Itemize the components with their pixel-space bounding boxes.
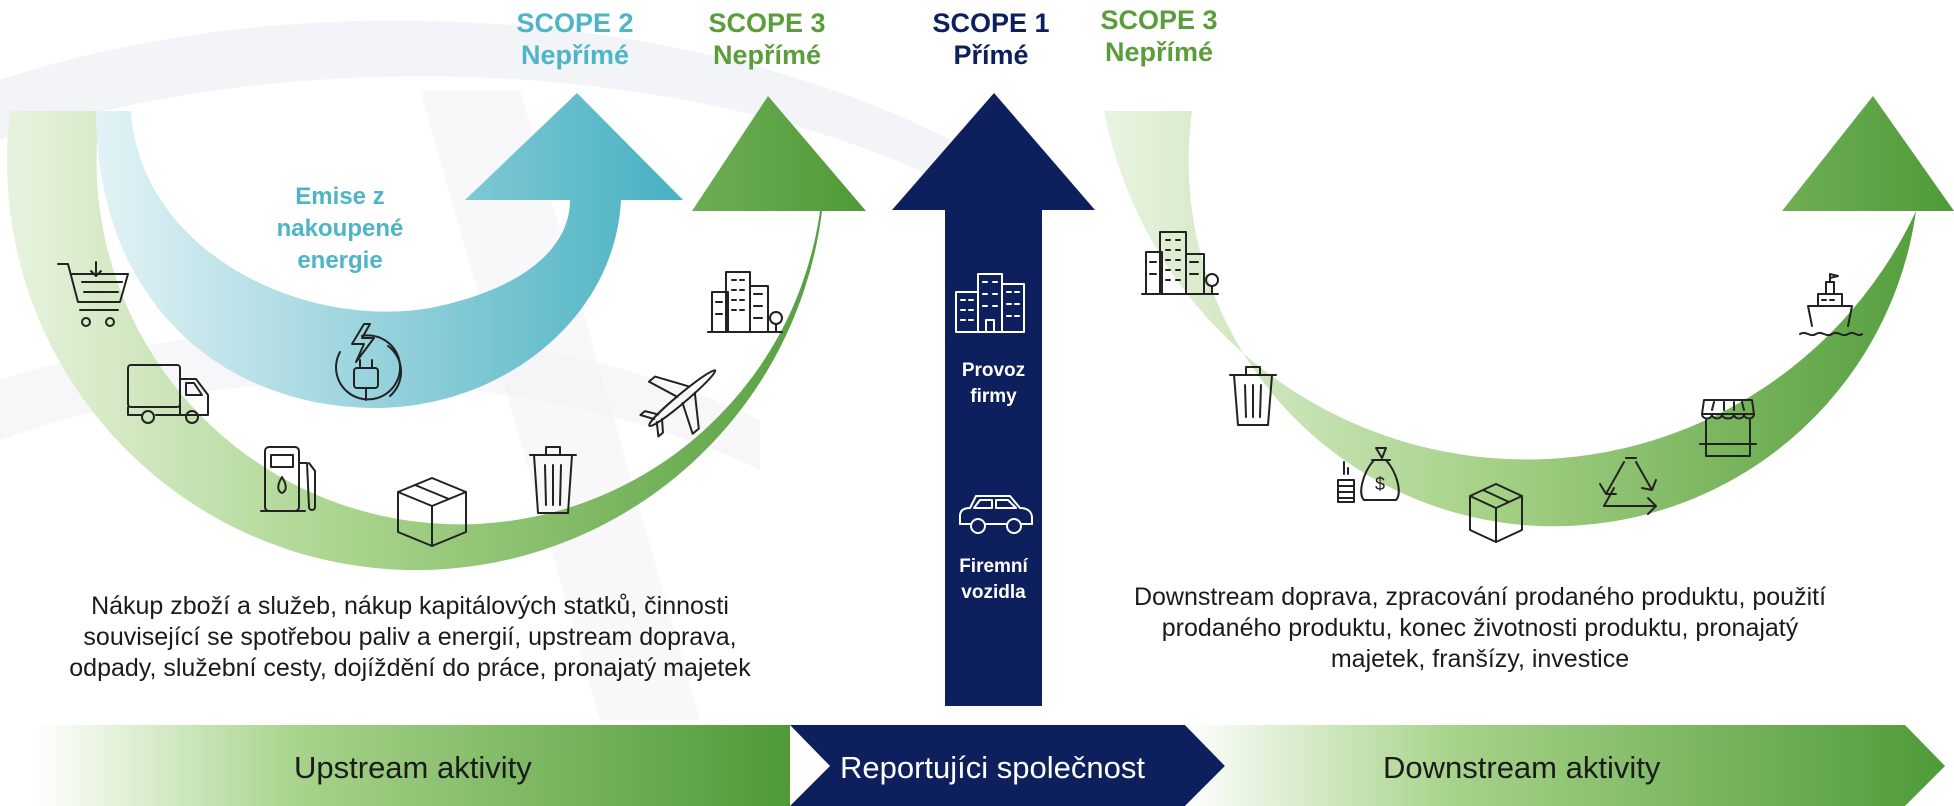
energy-emissions-label: Emise z nakoupené energie (250, 181, 430, 277)
scope1-subtitle: Přímé (953, 40, 1029, 70)
background-decoration (0, 20, 950, 720)
box-icon (1469, 483, 1523, 543)
buildings-icon (707, 271, 783, 333)
upstream-green-arrow (6, 96, 867, 571)
scope1-title: SCOPE 1 (932, 8, 1050, 38)
scope2-title: SCOPE 2 (516, 8, 634, 38)
downstream-description: Downstream doprava, zpracování prodaného… (1090, 582, 1870, 675)
energy-label-line: nakoupené (276, 215, 404, 242)
energy-label-line: energie (297, 247, 383, 274)
operations-label-line: firmy (970, 386, 1017, 407)
downstream-description-line: majetek, franšízy, investice (1330, 645, 1630, 673)
trash-icon (1229, 366, 1277, 426)
buildings-icon (1141, 231, 1219, 295)
scope1-label: SCOPE 1 Přímé (916, 7, 1066, 71)
truck-icon (127, 364, 209, 424)
operations-label-line: Provoz (961, 360, 1026, 381)
scope1-navy-arrow (892, 93, 1095, 706)
scope2-label: SCOPE 2 Nepřímé (500, 7, 650, 71)
recycle-icon (1599, 457, 1657, 515)
shopping-cart-icon (57, 261, 129, 327)
downstream-description-line: prodaného produktu, konec životnosti pro… (1161, 614, 1799, 642)
upstream-description-line: odpady, služební cesty, dojíždění do prá… (69, 654, 751, 682)
downstream-green-arrow (1104, 96, 1954, 527)
downstream-description-line: Downstream doprava, zpracování prodaného… (1133, 583, 1827, 611)
scope3-right-title: SCOPE 3 (1100, 5, 1218, 35)
bottom-bar (35, 725, 1945, 806)
plug-icon (335, 323, 403, 401)
scope2-subtitle: Nepřímé (520, 40, 630, 70)
ship-icon (1799, 273, 1863, 337)
vehicles-label-line: Firemní (959, 556, 1028, 577)
upstream-activities-label: Upstream aktivity (294, 750, 532, 785)
fuel-pump-icon (260, 446, 316, 512)
downstream-activities-label: Downstream aktivity (1383, 750, 1661, 785)
scope3-left-label: SCOPE 3 Nepřímé (692, 7, 842, 71)
company-vehicles-label: Firemní vozidla (945, 554, 1042, 606)
upstream-description: Nákup zboží a služeb, nákup kapitálových… (40, 591, 780, 684)
upstream-description-line: související se spotřebou paliv a energií… (83, 623, 737, 651)
scope3-left-title: SCOPE 3 (708, 8, 826, 38)
buildings-icon (955, 273, 1025, 333)
shop-icon (1699, 399, 1757, 457)
airplane-icon (639, 369, 717, 438)
car-icon (959, 495, 1033, 534)
energy-label-line: Emise z (295, 183, 385, 210)
svg-text:$: $ (1375, 474, 1385, 494)
money-bag-icon: $ (1337, 447, 1400, 503)
trash-icon (529, 446, 577, 514)
vehicles-label-line: vozidla (961, 582, 1026, 603)
scope2-teal-arrow (96, 93, 683, 409)
scope3-left-subtitle: Nepřímé (712, 40, 822, 70)
scope3-right-subtitle: Nepřímé (1104, 37, 1214, 67)
box-icon (397, 477, 467, 547)
scope3-right-label: SCOPE 3 Nepřímé (1084, 4, 1234, 68)
company-operations-label: Provoz firmy (945, 358, 1042, 410)
reporting-company-label: Reportujíci společnost (840, 750, 1145, 785)
upstream-description-line: Nákup zboží a služeb, nákup kapitálových… (91, 592, 729, 620)
